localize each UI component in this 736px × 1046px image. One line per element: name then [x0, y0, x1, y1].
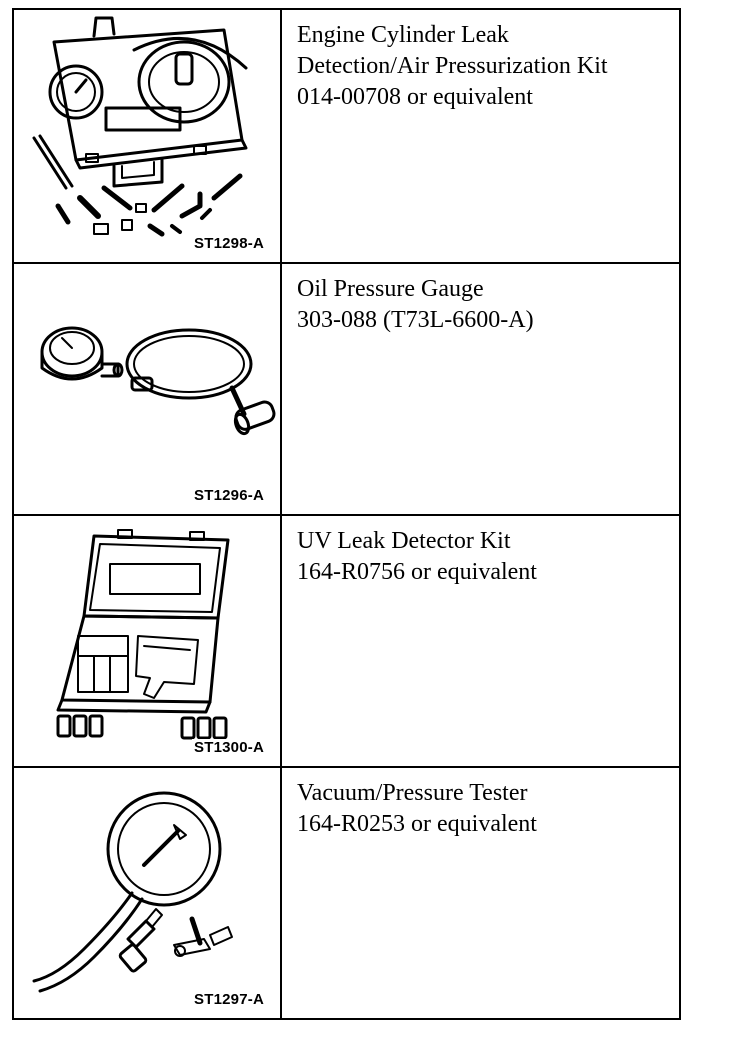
tool-row-oil-pressure-gauge: ST1296-A Oil Pressure Gauge 303-088 (T73…: [14, 264, 679, 516]
tool-part-number: 164-R0253 or equivalent: [297, 811, 537, 837]
figure-id-label: ST1296-A: [192, 487, 266, 504]
tool-name: Vacuum/Pressure Tester: [297, 780, 528, 806]
tool-description-cell: Engine Cylinder Leak Detection/Air Press…: [282, 10, 679, 262]
tool-name: Engine Cylinder Leak: [297, 22, 509, 48]
tool-name: Oil Pressure Gauge: [297, 276, 484, 302]
uv-leak-detector-kit-icon: [56, 529, 230, 740]
vacuum-pressure-tester-icon: [32, 791, 233, 993]
tool-description-cell: Oil Pressure Gauge 303-088 (T73L-6600-A): [282, 264, 679, 514]
tool-description-cell: Vacuum/Pressure Tester 164-R0253 or equi…: [282, 768, 679, 1018]
leak-detection-kit-icon: [32, 16, 248, 237]
tool-row-uv-leak-detector-kit: ST1300-A UV Leak Detector Kit 164-R0756 …: [14, 516, 679, 768]
tool-name: UV Leak Detector Kit: [297, 528, 511, 554]
figure-id-label: ST1297-A: [192, 991, 266, 1008]
tool-illustration-cell: ST1300-A: [14, 516, 282, 766]
tool-name-continued: Detection/Air Pressurization Kit: [297, 53, 608, 79]
tool-description-cell: UV Leak Detector Kit 164-R0756 or equiva…: [282, 516, 679, 766]
tool-illustration-cell: ST1298-A: [14, 10, 282, 262]
figure-id-label: ST1298-A: [192, 235, 266, 252]
figure-id-label: ST1300-A: [192, 739, 266, 756]
special-tools-table: ST1298-A Engine Cylinder Leak Detection/…: [12, 8, 681, 1020]
tool-row-vacuum-pressure-tester: ST1297-A Vacuum/Pressure Tester 164-R025…: [14, 768, 679, 1018]
tool-part-number: 014-00708 or equivalent: [297, 84, 533, 110]
oil-pressure-gauge-icon: [40, 326, 276, 436]
tool-illustration-cell: ST1296-A: [14, 264, 282, 514]
tool-part-number: 303-088 (T73L-6600-A): [297, 307, 534, 333]
tool-row-leak-detection-kit: ST1298-A Engine Cylinder Leak Detection/…: [14, 10, 679, 264]
tool-part-number: 164-R0756 or equivalent: [297, 559, 537, 585]
tool-illustration-cell: ST1297-A: [14, 768, 282, 1018]
